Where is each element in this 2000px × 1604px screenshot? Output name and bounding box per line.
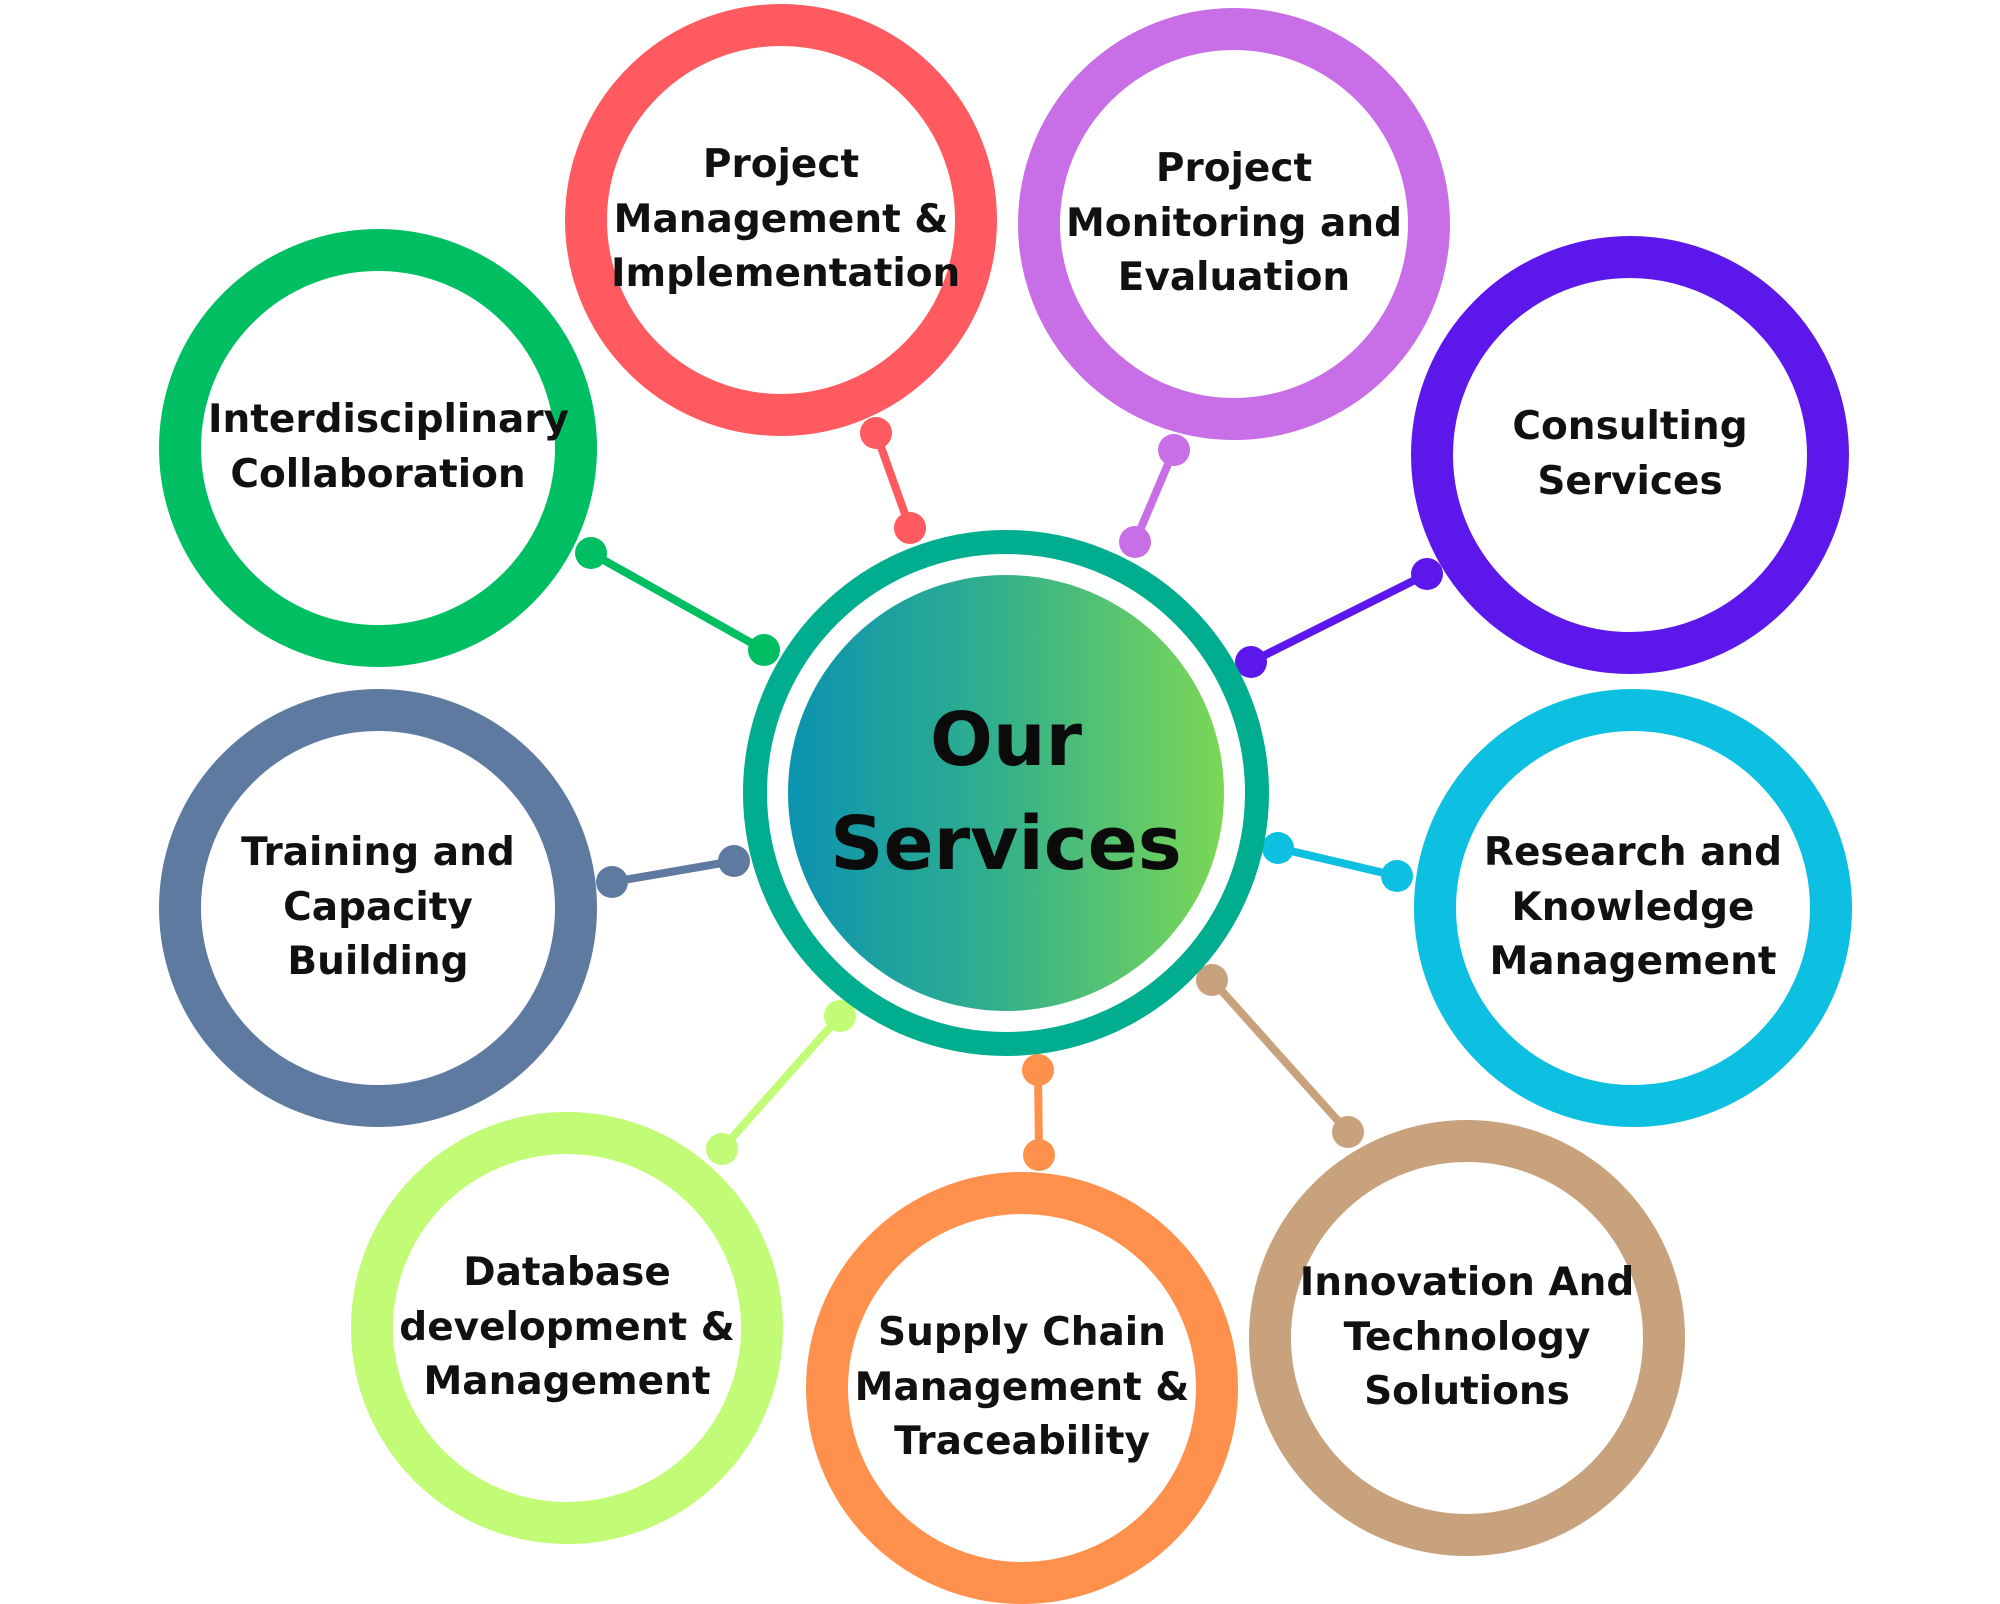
service-node-consulting: Consulting Services [1411, 236, 1849, 674]
service-label: Innovation And Technology Solutions [1299, 1260, 1635, 1415]
service-label: Consulting Services [1512, 404, 1748, 504]
hub-center: Our Services [788, 575, 1224, 1011]
service-node-monitoring-evaluation: Project Monitoring and Evaluation [1018, 8, 1450, 440]
connector-dot-outer [575, 537, 607, 569]
service-node-database: Database development & Management [351, 1112, 783, 1544]
service-node-supply-chain: Supply Chain Management & Traceability [806, 1172, 1238, 1604]
connector-dot-inner [1196, 964, 1228, 996]
connector-dot-inner [1235, 646, 1267, 678]
service-node-research-knowledge: Research and Knowledge Management [1414, 689, 1852, 1127]
connector-dot-inner [1022, 1054, 1054, 1086]
connector-dot-inner [718, 845, 750, 877]
connector-dot-outer [1158, 434, 1190, 466]
service-label: Training and Capacity Building [241, 830, 515, 985]
service-node-interdisciplinary: Interdisciplinary Collaboration [159, 229, 597, 667]
hub-title: Our Services [830, 697, 1182, 887]
connector-dot-inner [824, 1000, 856, 1032]
connector-dot-outer [1332, 1116, 1364, 1148]
service-label: Research and Knowledge Management [1483, 830, 1783, 985]
service-node-innovation-technology: Innovation And Technology Solutions [1249, 1120, 1685, 1556]
connector-line [1131, 446, 1178, 546]
connector-line [587, 549, 768, 654]
connector-line [1208, 976, 1352, 1136]
service-label: Database development & Management [399, 1250, 735, 1405]
connector-dot-outer [1411, 558, 1443, 590]
connector-dot-outer [1023, 1139, 1055, 1171]
service-node-training: Training and Capacity Building [159, 689, 597, 1127]
connector-dot-outer [706, 1133, 738, 1165]
connector-dot-inner [894, 512, 926, 544]
service-node-project-management: Project Management & Implementation [565, 4, 997, 436]
connector-line [608, 857, 738, 886]
connector-dot-inner [1262, 832, 1294, 864]
connector-dot-outer [596, 866, 628, 898]
connector-line [718, 1012, 844, 1153]
connector-dot-outer [1381, 860, 1413, 892]
service-label: Project Monitoring and Evaluation [1065, 146, 1403, 301]
connector-line [872, 429, 914, 532]
connector-dot-inner [748, 634, 780, 666]
connector-line [1247, 570, 1431, 666]
service-label: Project Management & Implementation [611, 142, 961, 297]
service-label: Supply Chain Management & Traceability [854, 1310, 1190, 1465]
service-label: Interdisciplinary Collaboration [208, 397, 569, 497]
connector-dot-outer [860, 417, 892, 449]
connector-dot-inner [1119, 526, 1151, 558]
connector-line [1274, 844, 1401, 880]
